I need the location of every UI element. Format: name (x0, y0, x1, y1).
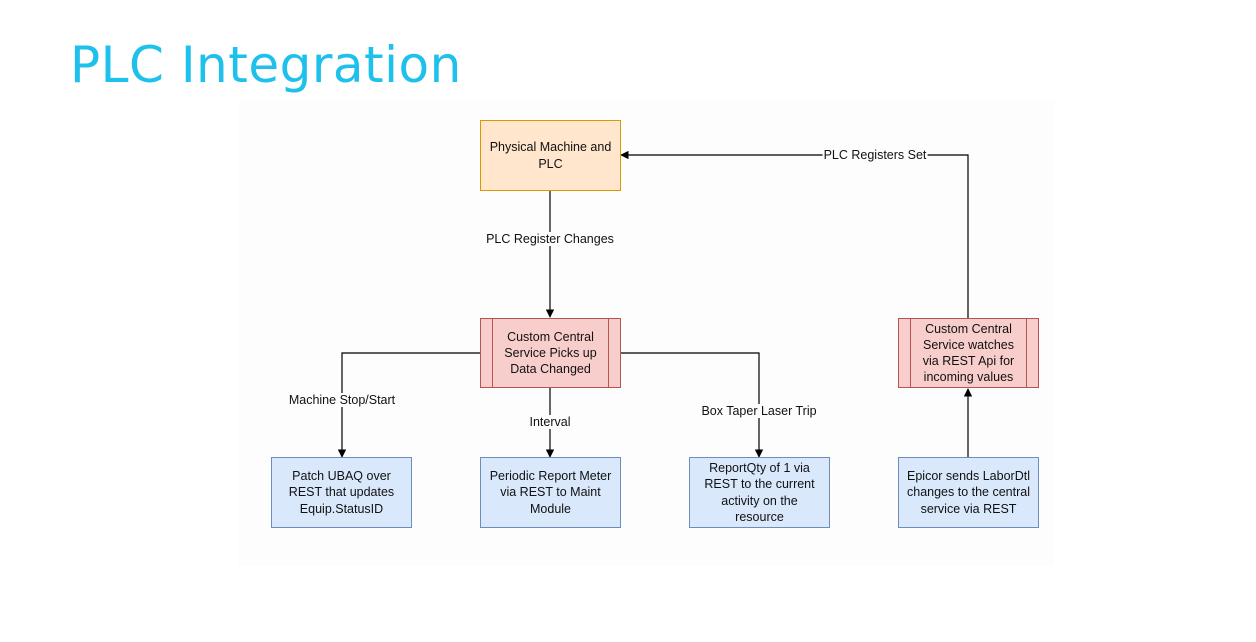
node-service-pickup: Custom Central Service Picks up Data Cha… (480, 318, 621, 388)
label-plc-register-changes: PLC Register Changes (485, 232, 615, 246)
node-epicor: Epicor sends LaborDtl changes to the cen… (898, 457, 1039, 528)
edge-plc-registers-set (620, 150, 969, 318)
node-patch-ubaq: Patch UBAQ over REST that updates Equip.… (271, 457, 412, 528)
node-periodic-report: Periodic Report Meter via REST to Maint … (480, 457, 621, 528)
edge-box-taper (620, 352, 764, 458)
edge-machine-stop-start (337, 352, 481, 458)
label-interval: Interval (528, 415, 572, 429)
node-physical-machine: Physical Machine and PLC (480, 120, 621, 191)
label-box-taper: Box Taper Laser Trip (700, 404, 818, 418)
node-report-qty: ReportQty of 1 via REST to the current a… (689, 457, 830, 528)
label-plc-registers-set: PLC Registers Set (822, 148, 928, 162)
node-service-watch: Custom Central Service watches via REST … (898, 318, 1039, 388)
page-title: PLC Integration (70, 36, 462, 94)
label-machine-stop-start: Machine Stop/Start (287, 393, 397, 407)
